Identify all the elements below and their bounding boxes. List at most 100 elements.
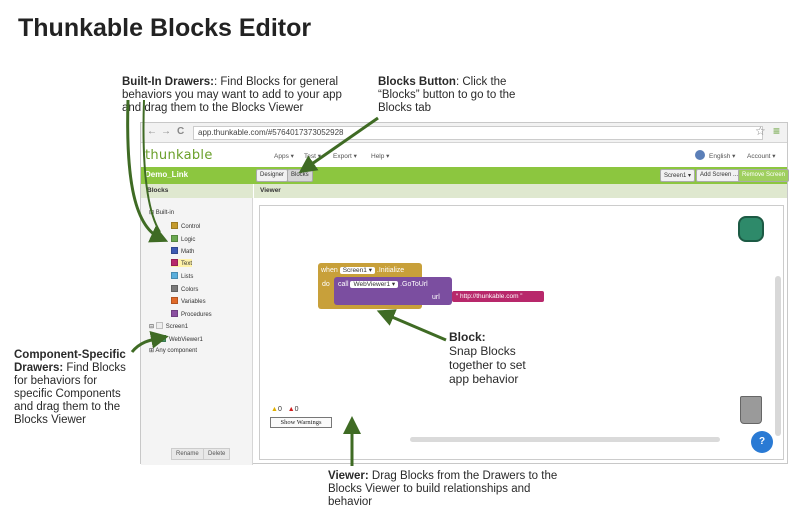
show-warnings-button[interactable]: Show Warnings bbox=[270, 417, 332, 428]
drawer-text-label: Text bbox=[181, 261, 193, 267]
warning-count: 0 bbox=[277, 406, 282, 413]
drawer-text[interactable]: Text bbox=[171, 259, 193, 267]
viewer-header: Viewer bbox=[254, 184, 787, 198]
drawer-lists[interactable]: Lists bbox=[171, 272, 193, 280]
drawer-colors[interactable]: Colors bbox=[171, 285, 198, 293]
remove-screen-button[interactable]: Remove Screen bbox=[738, 169, 790, 182]
drawer-variables-label: Variables bbox=[181, 299, 206, 305]
screen-select[interactable]: Screen1 ▾ bbox=[660, 169, 696, 182]
tree-any-component[interactable]: ⊞ Any component bbox=[149, 348, 198, 354]
menu-icon[interactable]: ≡ bbox=[773, 124, 781, 138]
callout-block: Block: Snap Blocks together to set app b… bbox=[449, 330, 539, 386]
forward-icon[interactable]: → bbox=[161, 126, 171, 137]
arrow-builtin bbox=[126, 99, 169, 243]
account-menu[interactable]: Account ▾ bbox=[747, 153, 776, 160]
procedures-swatch-icon bbox=[171, 310, 178, 317]
arrow-builtin-2 bbox=[142, 99, 161, 233]
globe-icon bbox=[695, 150, 705, 160]
lists-swatch-icon bbox=[171, 272, 178, 279]
variables-swatch-icon bbox=[171, 297, 178, 304]
trash-icon[interactable] bbox=[740, 396, 762, 424]
browser-window: ← → C app.thunkable.com/#576401737305292… bbox=[140, 122, 790, 465]
drawer-variables[interactable]: Variables bbox=[171, 297, 206, 305]
url-label: url bbox=[432, 294, 440, 301]
page-title: Thunkable Blocks Editor bbox=[18, 14, 312, 42]
menu-apps[interactable]: Apps ▾ bbox=[274, 153, 294, 160]
callout-component-drawers: Component-Specific Drawers: Find Blocks … bbox=[14, 349, 136, 427]
call-block-header: call WebViewer1 ▾ .GoToUrl bbox=[338, 280, 428, 288]
drawer-math[interactable]: Math bbox=[171, 247, 194, 255]
control-swatch-icon bbox=[171, 222, 178, 229]
warning-icon: ▲ bbox=[271, 406, 278, 413]
screen-dropdown[interactable]: Screen1 ▾ bbox=[339, 267, 375, 274]
add-screen-button[interactable]: Add Screen ... bbox=[696, 169, 743, 182]
star-icon[interactable]: ☆ bbox=[755, 124, 766, 138]
callout-viewer-title: Viewer: bbox=[328, 470, 369, 482]
text-swatch-icon bbox=[171, 259, 178, 266]
language-menu[interactable]: English ▾ bbox=[709, 153, 736, 160]
arrow-block bbox=[376, 309, 447, 342]
drawer-control-label: Control bbox=[181, 224, 201, 230]
when-label: when bbox=[321, 267, 338, 274]
callout-block-title: Block: bbox=[449, 330, 486, 344]
browser-toolbar: ← → C app.thunkable.com/#576401737305292… bbox=[141, 123, 787, 143]
reload-icon[interactable]: C bbox=[177, 126, 185, 137]
callout-builtin-drawers: Built-In Drawers:: Find Blocks for gener… bbox=[122, 76, 352, 115]
text-block[interactable] bbox=[452, 291, 544, 302]
app-header: thunkable Apps ▾ Test ▾ Export ▾ Help ▾ … bbox=[141, 143, 787, 167]
callout-blocksbtn-text: : Click the “Blocks” button to go to the… bbox=[378, 76, 516, 114]
url-field[interactable]: app.thunkable.com/#5764017373052928 bbox=[193, 126, 763, 140]
callout-viewer: Viewer: Drag Blocks from the Drawers to … bbox=[328, 470, 558, 509]
callout-builtin-title: Built-In Drawers: bbox=[122, 76, 215, 88]
initialize-label: .Initialize bbox=[376, 267, 405, 274]
tree-screen1[interactable]: ⊟ Screen1 bbox=[149, 322, 189, 330]
event-block-header: when Screen1 ▾ .Initialize bbox=[321, 266, 404, 274]
tree-builtin-label: Built-in bbox=[155, 210, 175, 216]
tree-any-component-label: Any component bbox=[155, 348, 198, 354]
drawer-procedures[interactable]: Procedures bbox=[171, 310, 212, 318]
drawer-logic[interactable]: Logic bbox=[171, 235, 195, 243]
url-text-value[interactable]: “ http://thunkable.com ” bbox=[456, 293, 523, 300]
drawer-procedures-label: Procedures bbox=[181, 312, 212, 318]
rename-button[interactable]: Rename bbox=[171, 448, 204, 460]
drawer-lists-label: Lists bbox=[181, 274, 194, 280]
menu-help[interactable]: Help ▾ bbox=[371, 153, 390, 160]
callout-blocksbtn-title: Blocks Button bbox=[378, 76, 456, 88]
arrow-blocks bbox=[298, 116, 379, 174]
drawer-control[interactable]: Control bbox=[171, 222, 200, 230]
back-icon[interactable]: ← bbox=[147, 126, 157, 137]
do-label: do bbox=[322, 281, 330, 288]
callout-component-text: Find Blocks for behaviors for specific C… bbox=[14, 362, 126, 426]
colors-swatch-icon bbox=[171, 285, 178, 292]
math-swatch-icon bbox=[171, 247, 178, 254]
callout-component-title: Component-Specific Drawers: bbox=[14, 349, 126, 374]
sidebar-header: Blocks bbox=[141, 184, 253, 198]
drawer-colors-label: Colors bbox=[181, 287, 199, 293]
help-chat-icon[interactable]: ? bbox=[751, 431, 773, 453]
gotourl-label: .GoToUrl bbox=[400, 281, 428, 288]
error-icon: ▲ bbox=[287, 406, 295, 413]
vertical-scrollbar[interactable] bbox=[775, 276, 781, 436]
error-count: 0 bbox=[294, 406, 299, 413]
drawer-logic-label: Logic bbox=[181, 237, 196, 243]
tree-webviewer1-label: WebViewer1 bbox=[169, 337, 203, 343]
backpack-icon[interactable] bbox=[738, 216, 764, 242]
warning-indicator: ▲0 ▲0 bbox=[271, 406, 299, 413]
callout-builtin-text: : Find Blocks for general behaviors you … bbox=[122, 76, 342, 114]
drawer-math-label: Math bbox=[181, 249, 195, 255]
delete-button[interactable]: Delete bbox=[203, 448, 231, 460]
thunkable-logo[interactable]: thunkable bbox=[145, 148, 213, 163]
project-name: Demo_Link bbox=[145, 170, 189, 179]
tree-screen1-label: Screen1 bbox=[165, 324, 189, 330]
callout-viewer-text: Drag Blocks from the Drawers to the Bloc… bbox=[328, 470, 558, 508]
logic-swatch-icon bbox=[171, 235, 178, 242]
webviewer-dropdown[interactable]: WebViewer1 ▾ bbox=[350, 281, 399, 288]
callout-blocks-button: Blocks Button: Click the “Blocks” button… bbox=[378, 76, 518, 115]
project-bar: Demo_Link Designer Blocks Screen1 ▾ Add … bbox=[141, 167, 790, 184]
callout-block-text: Snap Blocks together to set app behavior bbox=[449, 344, 526, 386]
call-label: call bbox=[338, 281, 349, 288]
horizontal-scrollbar[interactable] bbox=[410, 437, 720, 442]
menu-export[interactable]: Export ▾ bbox=[333, 153, 357, 160]
arrow-component bbox=[130, 330, 169, 353]
